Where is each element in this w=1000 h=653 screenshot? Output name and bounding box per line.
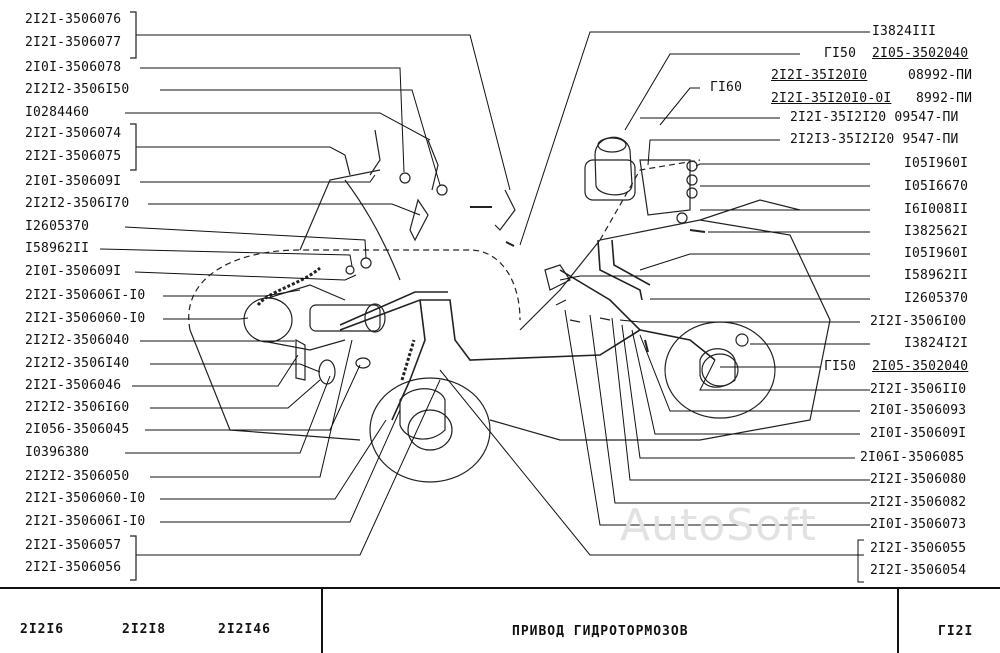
part-label: 2I05-3502040 <box>872 359 969 374</box>
part-label: 2I2I2-3506I60 <box>25 400 130 415</box>
part-label: 2I06I-3506085 <box>860 450 965 465</box>
part-label: 2I2I-3506077 <box>25 35 122 50</box>
part-label: I6I008II <box>904 202 969 217</box>
part-label: 2I0I-3506093 <box>870 403 967 418</box>
part-label: 2I2I-3506II0 <box>870 382 967 397</box>
part-label: 2I2I2-3506040 <box>25 333 130 348</box>
part-label: I05I6670 <box>904 179 969 194</box>
part-label-prefix: ГI50 <box>824 46 857 61</box>
part-label: 2I2I-35I20I0-0I <box>771 91 892 106</box>
left-wheel <box>369 377 491 483</box>
part-label: 2I2I-3506080 <box>870 472 967 487</box>
right-wheel <box>664 321 776 419</box>
model-code: 2I2I6 <box>20 622 65 637</box>
brake-booster <box>243 297 293 343</box>
part-label: 2I2I-3506060-I0 <box>25 311 146 326</box>
brake-hose-left <box>256 266 321 307</box>
part-label: I3824III <box>872 24 937 39</box>
part-label: 2I2I-3506074 <box>25 126 122 141</box>
part-label: 2I0I-350609I <box>25 174 122 189</box>
model-code: 2I2I8 <box>122 622 167 637</box>
part-label: 2I2I-3506060-I0 <box>25 491 146 506</box>
part-label: I58962II <box>25 241 90 256</box>
part-label: 2I2I2-3506I40 <box>25 356 130 371</box>
model-code: 2I2I46 <box>218 622 271 637</box>
sheet-number: ГI2I <box>938 624 974 639</box>
part-label: I382562I <box>904 224 969 239</box>
part-label: 2I2I-3506I00 <box>870 314 967 329</box>
part-label: 2I2I-35I2I20 09547-ПИ <box>790 110 959 125</box>
watermark: AutoSoft <box>620 500 817 551</box>
part-label: 2I2I-350606I-I0 <box>25 514 146 529</box>
group-ref-label: ГI60 <box>710 80 743 95</box>
part-label: 2I2I-3506076 <box>25 12 122 27</box>
part-label: 2I2I-3506057 <box>25 538 122 553</box>
part-label: 2I2I-35I20I0 <box>771 68 868 83</box>
part-label: 2I0I-3506073 <box>870 517 967 532</box>
part-label: 2I2I-350606I-I0 <box>25 288 146 303</box>
part-label: 2I2I2-3506I50 <box>25 82 130 97</box>
part-label: I2605370 <box>25 219 90 234</box>
part-label: 2I0I-3506078 <box>25 60 122 75</box>
brake-caliper-left <box>399 388 446 440</box>
brake-line-main <box>339 299 716 361</box>
part-label: 2I2I-3506055 <box>870 541 967 556</box>
part-label-prefix: ГI50 <box>824 359 857 374</box>
part-label: 2I056-3506045 <box>25 422 130 437</box>
part-label: 2I0I-350609I <box>25 264 122 279</box>
part-label: 2I2I-3506082 <box>870 495 967 510</box>
master-cylinder <box>309 304 381 332</box>
part-label: I2605370 <box>904 291 969 306</box>
part-label: 2I2I-3506046 <box>25 378 122 393</box>
car-body-outline-left <box>188 249 521 331</box>
part-note: 08992-ПИ <box>908 68 973 83</box>
part-label: I0284460 <box>25 105 90 120</box>
sheet-title: ПРИВОД ГИДРОТОРМОЗОВ <box>512 624 689 639</box>
part-label: 2I2I-3506054 <box>870 563 967 578</box>
part-label: 2I2I2-3506I70 <box>25 196 130 211</box>
part-label: 2I2I2-3506050 <box>25 469 130 484</box>
part-label: I05I960I <box>904 156 969 171</box>
part-label: I58962II <box>904 268 969 283</box>
car-body-outline-right <box>489 219 831 441</box>
part-label: I05I960I <box>904 246 969 261</box>
brake-fluid-reservoir <box>594 136 633 196</box>
brake-caliper-right <box>699 348 736 388</box>
part-label: 2I0I-350609I <box>870 426 967 441</box>
part-label: I0396380 <box>25 445 90 460</box>
part-label: 2I2I-3506075 <box>25 149 122 164</box>
part-label: 2I2I-3506056 <box>25 560 122 575</box>
part-label: 2I05-3502040 <box>872 46 969 61</box>
part-label: I3824I2I <box>904 336 969 351</box>
part-label: 2I2I3-35I2I20 9547-ПИ <box>790 132 959 147</box>
part-note: 8992-ПИ <box>916 91 973 106</box>
